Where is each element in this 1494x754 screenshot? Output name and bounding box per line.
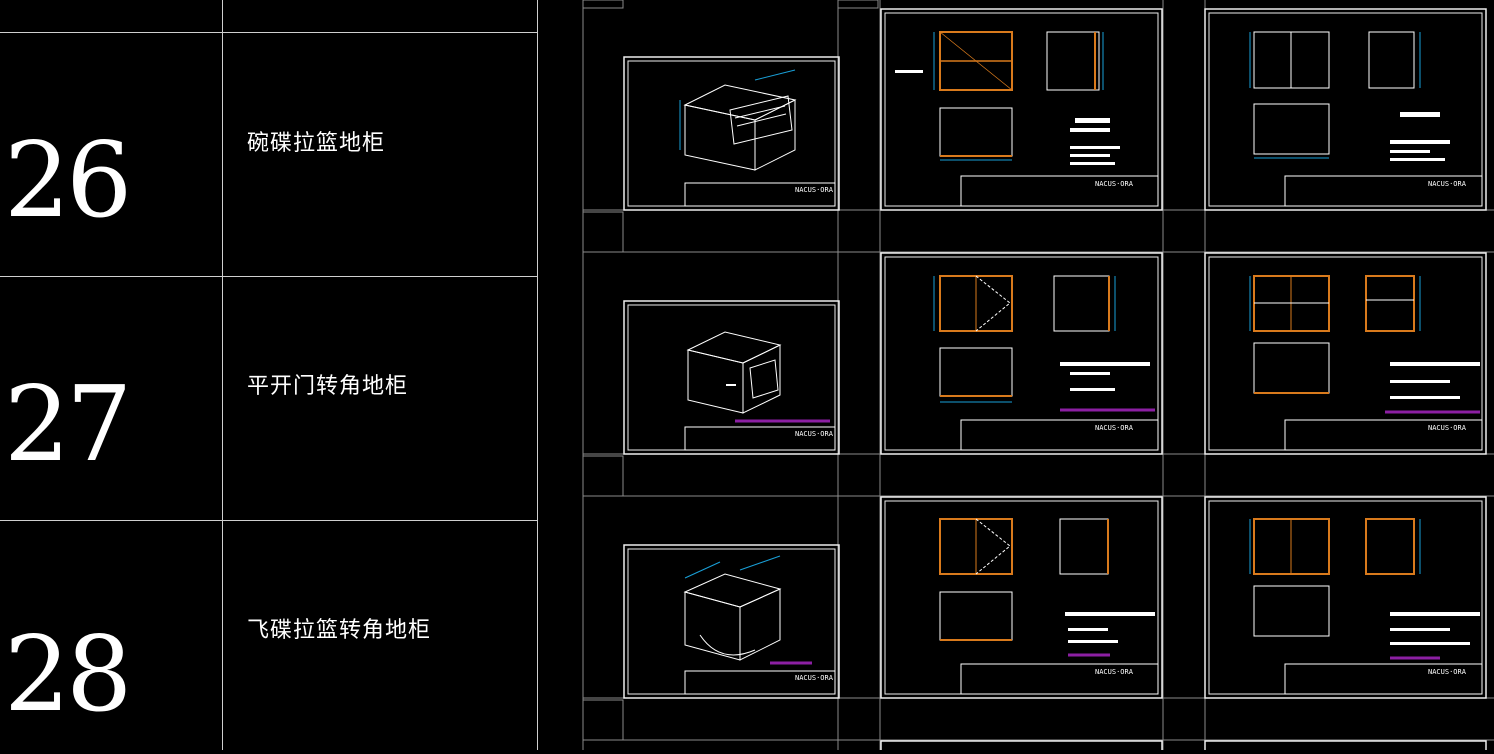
row-number: 26 — [4, 119, 132, 241]
table-divider — [0, 276, 538, 277]
sheet-orthographic-28a — [880, 496, 1163, 699]
cad-drawing-canvas[interactable]: NACUS·ORA NACUS·ORA NACUS·ORA NACUS·ORA … — [540, 0, 1494, 754]
row-number: 27 — [4, 363, 132, 485]
sheet-isometric-27 — [623, 300, 840, 455]
row-number: 28 — [4, 613, 132, 735]
table-divider — [0, 520, 538, 521]
sheet-logo: NACUS·ORA — [1428, 424, 1467, 432]
sheet-partial — [880, 740, 1163, 754]
sheet-isometric-28 — [623, 544, 840, 699]
sheet-orthographic-28b — [1204, 496, 1487, 699]
sheet-logo: NACUS·ORA — [1428, 668, 1467, 676]
table-column-divider — [537, 0, 538, 750]
sheet-logo: NACUS·ORA — [1428, 180, 1467, 188]
sheet-orthographic-27b — [1204, 252, 1487, 455]
sheet-logo: NACUS·ORA — [795, 674, 834, 682]
sheet-logo: NACUS·ORA — [795, 430, 834, 438]
cad-sheets: NACUS·ORA NACUS·ORA NACUS·ORA NACUS·ORA … — [582, 0, 1494, 754]
row-cabinet-name: 碗碟拉篮地柜 — [247, 131, 386, 156]
sheet-isometric-26 — [623, 56, 840, 211]
sheet-logo: NACUS·ORA — [1095, 180, 1134, 188]
cabinet-list-table: 26 碗碟拉篮地柜 27 平开门转角地柜 28 飞碟拉篮转角地柜 — [0, 0, 540, 750]
table-column-divider — [222, 0, 223, 750]
row-cabinet-name: 飞碟拉篮转角地柜 — [247, 618, 432, 643]
sheet-logo: NACUS·ORA — [795, 186, 834, 194]
sheet-orthographic-26b — [1204, 8, 1487, 211]
row-cabinet-name: 平开门转角地柜 — [247, 374, 409, 399]
sheet-orthographic-27a — [880, 252, 1163, 455]
sheet-logo: NACUS·ORA — [1095, 424, 1134, 432]
sheet-orthographic-26a — [880, 8, 1163, 211]
table-divider — [0, 32, 538, 33]
sheet-logo: NACUS·ORA — [1095, 668, 1134, 676]
sheet-partial — [1204, 740, 1487, 754]
